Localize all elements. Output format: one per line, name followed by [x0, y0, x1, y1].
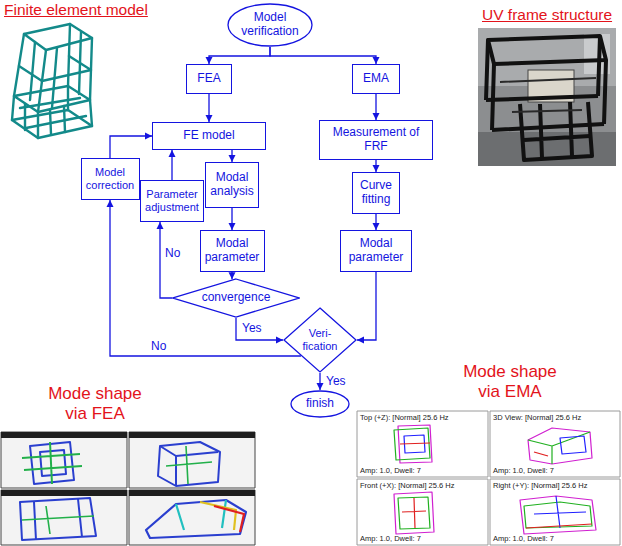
node-text: finish	[295, 397, 345, 411]
edge-label: No	[150, 339, 167, 353]
arrowhead	[169, 150, 176, 157]
node-text: FE model	[159, 129, 259, 143]
flow-arrow	[107, 200, 301, 356]
flow-arrow	[317, 373, 324, 390]
view-info: Amp: 1.0, Dwell: 7	[360, 466, 421, 475]
process-box: Modal parameter	[200, 230, 265, 272]
flow-arrow	[373, 214, 380, 230]
view-title: 3D View: [Normal] 25.6 Hz	[493, 413, 581, 422]
edge-label: No	[164, 246, 181, 260]
figure-title: UV frame structure	[482, 6, 612, 25]
arrowhead	[373, 223, 380, 230]
view-title: Top (+Z): [Normal] 25.6 Hz	[360, 413, 449, 422]
connector-line	[270, 47, 376, 64]
frame-photo	[478, 28, 616, 166]
arrowhead	[373, 113, 380, 120]
shape-outline	[291, 391, 349, 417]
end-ellipse: finish	[290, 390, 350, 418]
view-title: Front (+X): [Normal] 25.6 Hz	[360, 481, 454, 490]
flow-arrow	[206, 94, 213, 122]
fe-mesh	[12, 24, 92, 138]
fea-screenshots	[1, 432, 255, 545]
figure-caption: Mode shape via FEA	[40, 384, 150, 425]
shape-outline	[228, 4, 312, 46]
arrowhead	[206, 115, 213, 122]
flow-arrow	[110, 133, 152, 159]
arrowhead	[276, 337, 283, 344]
arrowhead	[145, 133, 152, 140]
connector-line	[110, 200, 301, 356]
edge-label: Yes	[241, 321, 263, 335]
node-text: Parameter adjustment	[145, 188, 200, 213]
connector-line	[160, 222, 172, 298]
process-box: FE model	[152, 122, 266, 150]
flow-arrow	[357, 272, 376, 344]
process-box: FEA	[186, 64, 232, 94]
view-title: Right (+Y): [Normal] 25.6 Hz	[493, 481, 587, 490]
figure-title: Finite element model	[4, 1, 148, 20]
flow-arrow	[229, 272, 236, 279]
flow-arrow	[157, 222, 173, 298]
decision-diamond: convergence	[172, 278, 300, 318]
start-ellipse: Model verification	[227, 3, 313, 47]
node-text: Measurement of FRF	[326, 126, 426, 154]
process-box: Modal analysis	[205, 162, 259, 208]
node-text: convergence	[200, 291, 272, 305]
arrowhead	[373, 165, 380, 172]
connector-line	[357, 272, 376, 340]
view-info: Amp: 1.0, Dwell: 7	[493, 534, 554, 543]
ema-screenshots	[357, 411, 620, 545]
flow-arrow	[169, 150, 176, 180]
arrowhead	[373, 57, 380, 64]
figure-caption: Mode shape via EMA	[455, 362, 565, 403]
shape-outline	[284, 308, 356, 372]
flow-arrow	[229, 150, 236, 162]
arrowhead	[317, 383, 324, 390]
node-text: Modal parameter	[343, 237, 409, 265]
node-text: EMA	[355, 72, 397, 86]
view-info: Amp: 1.0, Dwell: 7	[360, 534, 421, 543]
process-box: Parameter adjustment	[140, 180, 204, 222]
process-box: Measurement of FRF	[319, 120, 433, 160]
arrowhead	[107, 200, 114, 207]
node-text: Modal parameter	[204, 237, 260, 265]
shape-outline	[173, 279, 299, 317]
connector-line	[209, 47, 270, 64]
arrowhead	[206, 57, 213, 64]
flow-arrow	[270, 47, 380, 64]
process-box: Curve fitting	[352, 172, 400, 214]
node-text: Modal analysis	[210, 171, 255, 199]
connector-line	[110, 136, 152, 158]
flow-arrow	[206, 47, 271, 64]
flow-arrow	[236, 318, 283, 344]
node-text: FEA	[189, 72, 229, 86]
decision-diamond: Veri- fication	[283, 307, 357, 373]
flow-arrow	[229, 208, 236, 230]
node-text: Curve fitting	[354, 179, 398, 207]
arrowhead	[229, 223, 236, 230]
view-info: Amp: 1.0, Dwell: 7	[493, 466, 554, 475]
node-text: Model verification	[235, 11, 305, 39]
process-box: Modal parameter	[340, 230, 412, 272]
flow-arrow	[373, 94, 380, 120]
arrowhead	[229, 155, 236, 162]
node-text: Veri- fication	[300, 327, 340, 352]
node-text: Model correction	[85, 166, 135, 191]
process-box: EMA	[352, 64, 400, 94]
arrowhead	[229, 272, 236, 279]
process-box: Model correction	[81, 158, 140, 200]
arrowhead	[157, 222, 164, 229]
arrowhead	[357, 337, 364, 344]
edge-label: Yes	[325, 374, 347, 388]
flow-arrow	[373, 160, 380, 172]
connector-line	[236, 318, 283, 340]
